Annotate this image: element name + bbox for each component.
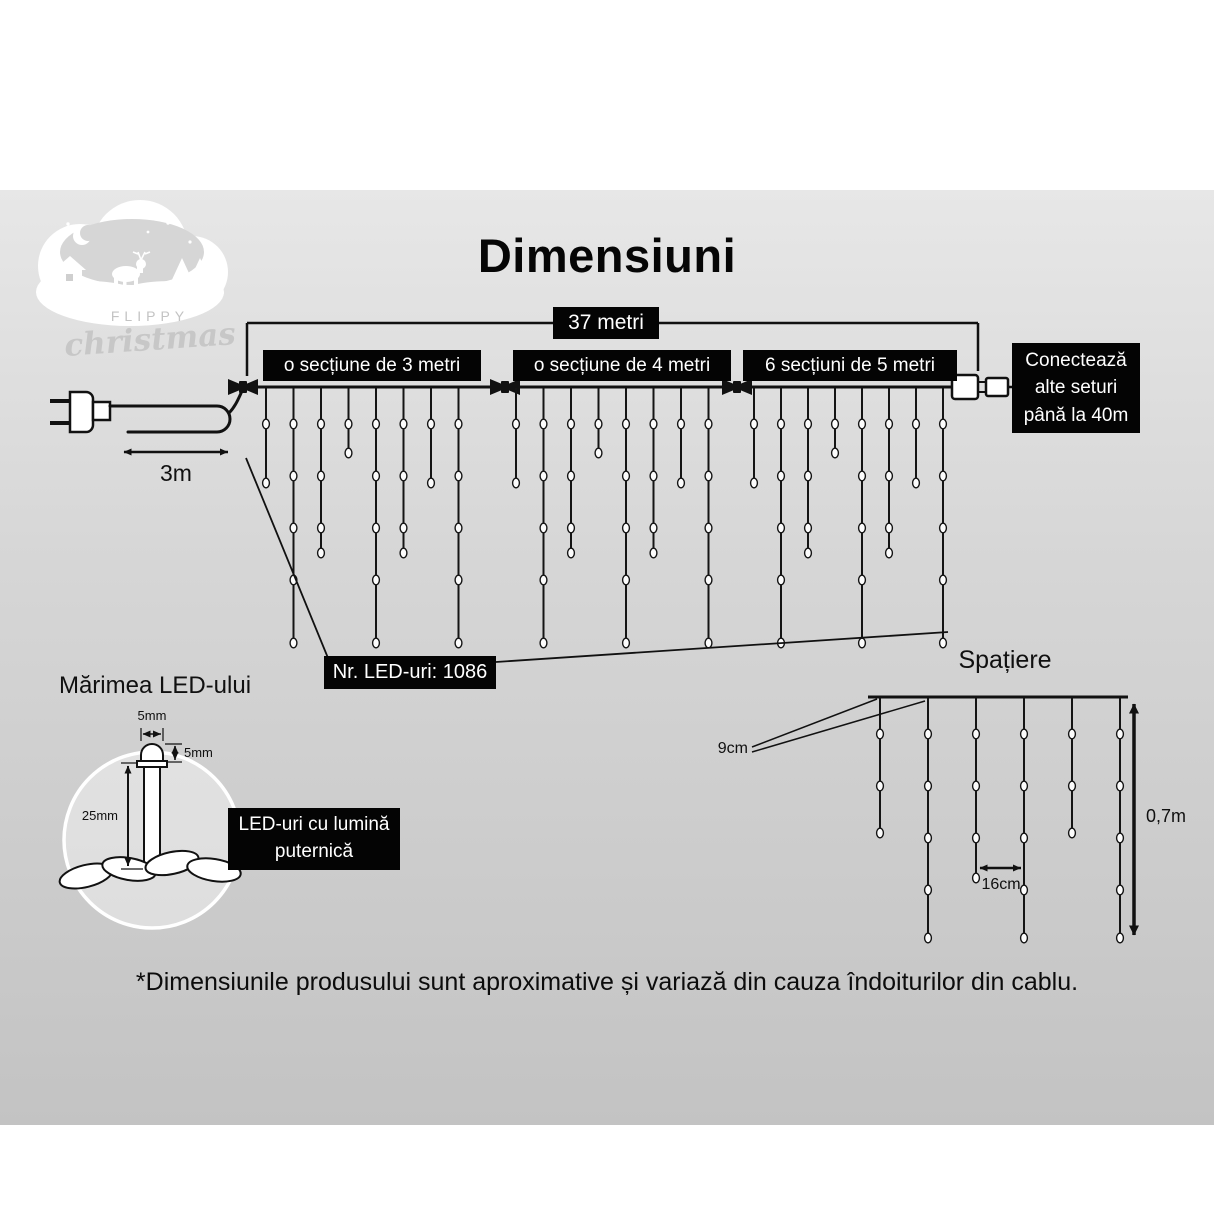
page-title: Dimensiuni (477, 229, 737, 282)
led-size-heading: Mărimea LED-ului (58, 672, 252, 699)
led-count-badge: Nr. LED-uri: 1086 (324, 656, 496, 689)
spacing-heading: Spațiere (958, 646, 1052, 674)
connect-note-badge: Conectează alte seturi până la 40m (1012, 343, 1140, 433)
disclaimer-text: *Dimensiunile produsului sunt aproximati… (135, 968, 1079, 996)
bulb-width-label: 5mm (137, 708, 167, 723)
section-2-badge: o secțiune de 4 metri (513, 350, 731, 381)
section-1-badge: o secțiune de 3 metri (263, 350, 481, 381)
strand-gap-label: 9cm (717, 740, 748, 757)
section-3-badge: 6 secțiuni de 5 metri (743, 350, 957, 381)
bulb-height-label: 5mm (184, 745, 213, 760)
lead-length-label: 3m (160, 460, 192, 486)
led-note-line: puternică (274, 841, 354, 862)
led-note-badge: LED-uri cu lumină puternică (228, 808, 400, 870)
brand-name: FLIPPY (110, 308, 190, 324)
led-gap-label: 16cm (981, 876, 1021, 893)
total-length-badge: 37 metri (553, 307, 659, 339)
strand-height-label: 0,7m (1146, 806, 1187, 826)
connect-note-line: până la 40m (1023, 404, 1129, 426)
led-height-label: 25mm (81, 808, 118, 823)
connect-note-line: alte seturi (1034, 377, 1118, 399)
connect-note-line: Conectează (1025, 349, 1127, 371)
led-note-line: LED-uri cu lumină (238, 814, 390, 836)
